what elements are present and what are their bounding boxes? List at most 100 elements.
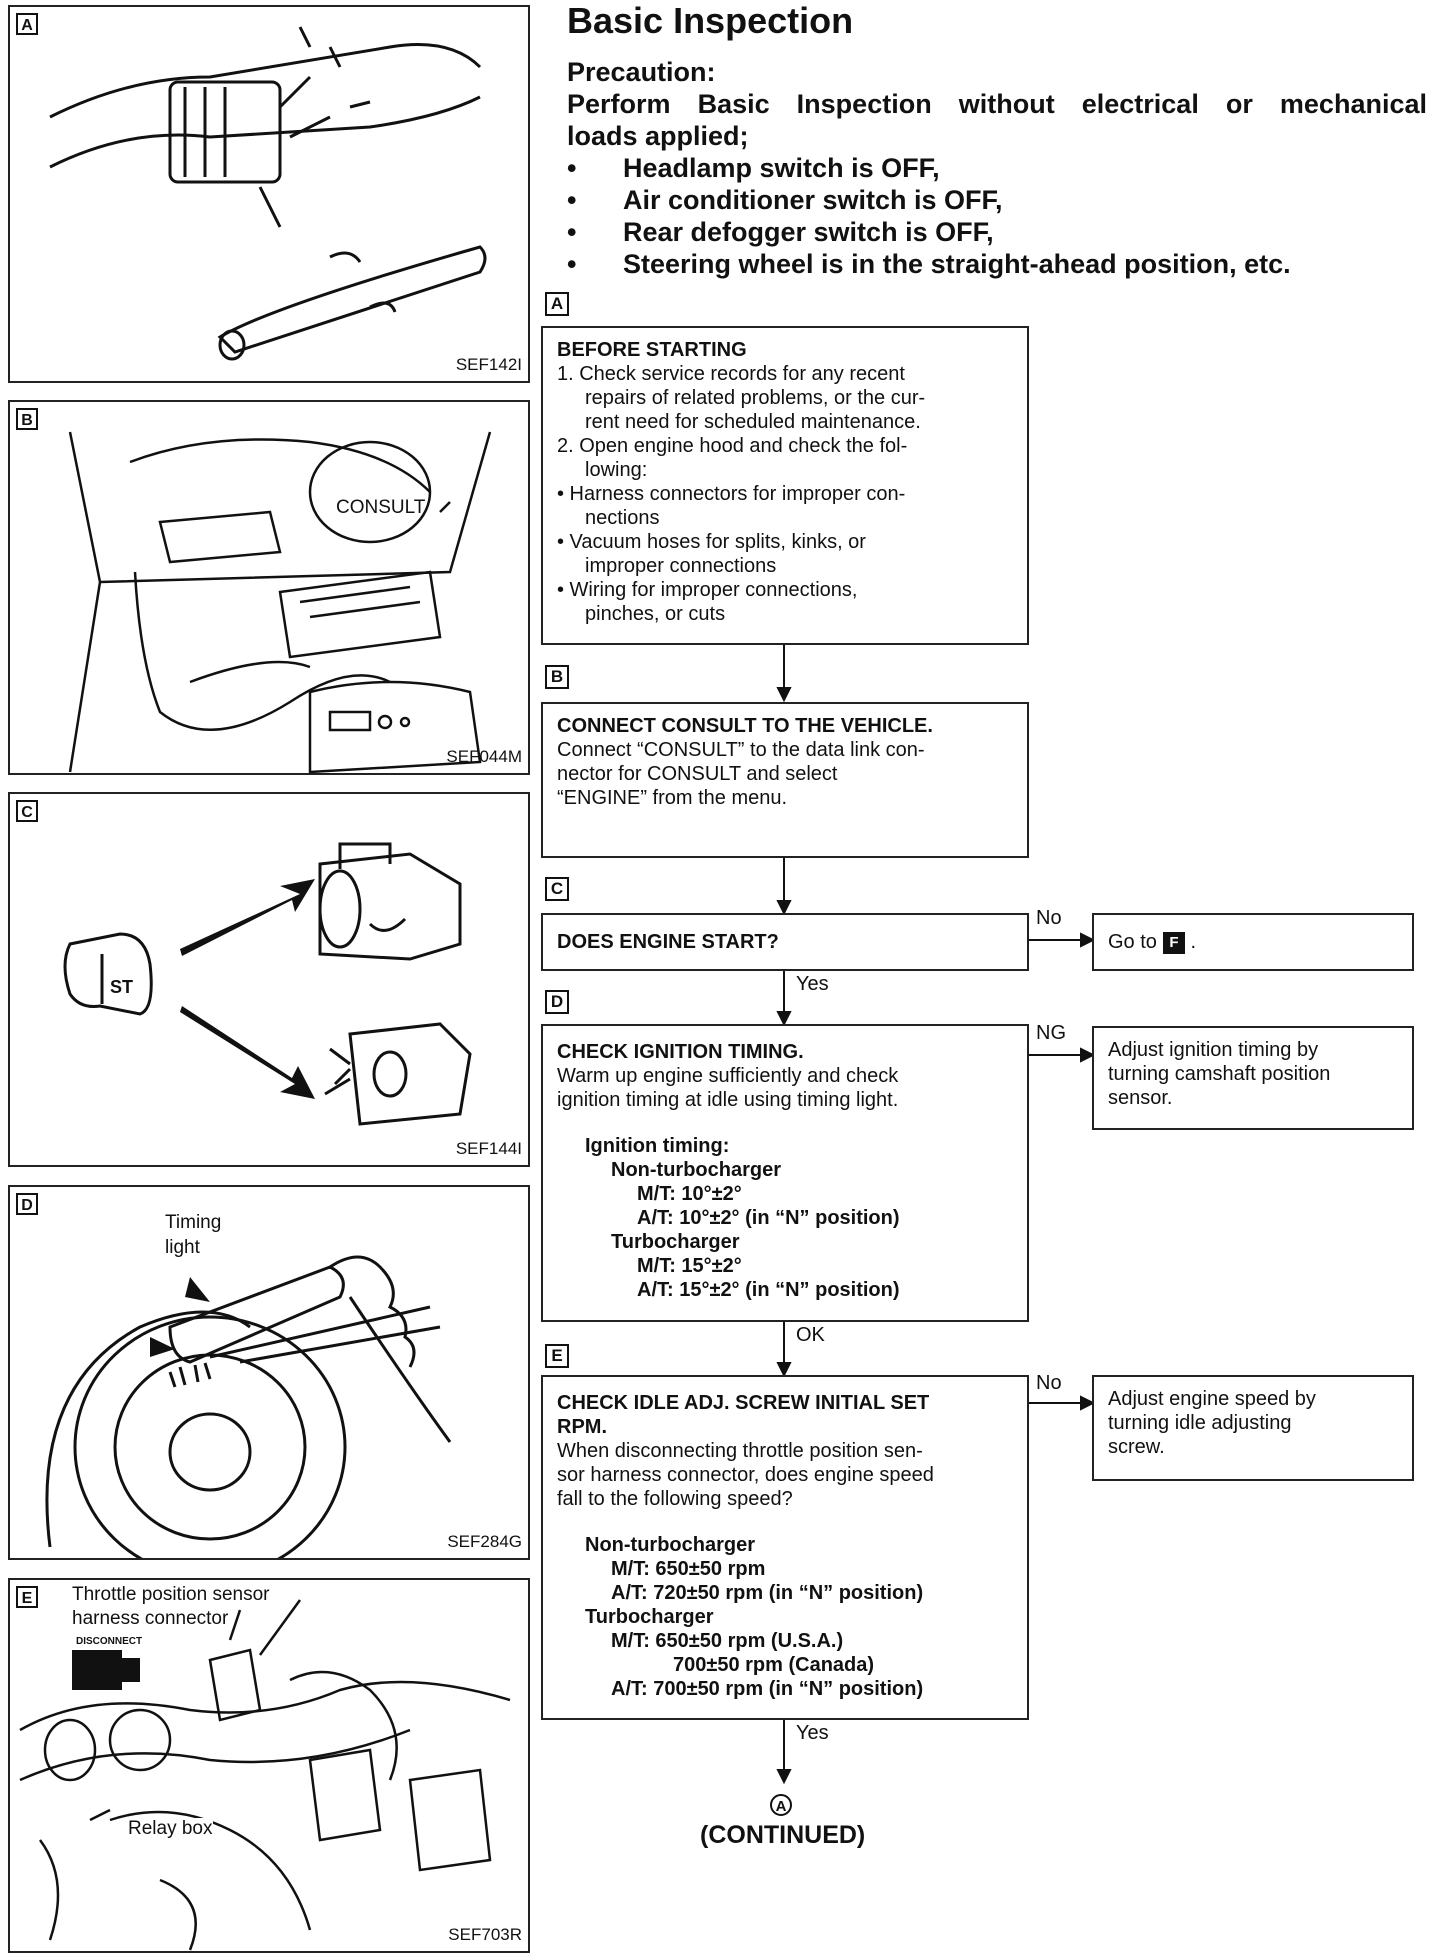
step-text: rent need for scheduled maintenance. — [585, 411, 921, 433]
page-title: Basic Inspection — [567, 0, 854, 41]
step-text: Warm up engine sufficiently and check — [557, 1065, 899, 1087]
harness-connector-label: harness connector — [72, 1608, 229, 1629]
step-text: 2. Open engine hood and check the fol- — [557, 435, 908, 457]
precaution-bullet: Headlamp switch is OFF, — [567, 152, 1427, 184]
step-text: “ENGINE” from the menu. — [557, 787, 788, 809]
spec-text: A/T: 720±50 rpm (in “N” position) — [611, 1582, 924, 1604]
side-text: Adjust ignition timing by — [1108, 1039, 1319, 1061]
step-text: lowing: — [585, 459, 648, 481]
relay-box-label: Relay box — [128, 1818, 213, 1840]
goto-text: Go to — [1108, 931, 1157, 953]
step-text: When disconnecting throttle position sen… — [557, 1440, 923, 1462]
starter-illustration — [63, 842, 472, 1126]
precaution-line: loads applied; — [567, 121, 749, 151]
adjust-timing-box: Adjust ignition timing by turning camsha… — [1092, 1026, 1414, 1130]
step-text: improper connections — [585, 555, 777, 577]
figure-code: SEF142I — [455, 355, 522, 374]
precaution-heading: Precaution: — [567, 57, 716, 87]
spec-text: A/T: 10°±2° (in “N” position) — [637, 1207, 900, 1229]
spec-text: M/T: 650±50 rpm — [611, 1558, 766, 1580]
step-heading: CHECK IGNITION TIMING. — [557, 1041, 804, 1063]
figure-code: SEF044M — [446, 747, 522, 766]
step-a-tag: A — [545, 292, 569, 316]
step-text: nections — [585, 507, 660, 529]
consult-label: CONSULT — [336, 497, 426, 518]
precaution-block: Precaution: Perform Basic Inspection wit… — [567, 56, 1427, 280]
side-text: Adjust engine speed by — [1108, 1388, 1316, 1410]
light-label: light — [165, 1237, 200, 1258]
side-text: turning camshaft position — [1108, 1063, 1331, 1085]
step-heading: CONNECT CONSULT TO THE VEHICLE. — [557, 715, 933, 737]
engine-bay-illustration — [19, 1599, 511, 1951]
step-text: • Wiring for improper connections, — [557, 579, 858, 601]
ng-label: NG — [1036, 1022, 1066, 1044]
step-b-tag: B — [545, 665, 569, 689]
step-text: • Vacuum hoses for splits, kinks, or — [557, 531, 866, 553]
st-label: ST — [110, 977, 134, 997]
spec-text: Ignition timing: — [585, 1135, 730, 1157]
spec-text: M/T: 15°±2° — [637, 1255, 742, 1277]
yes-label: Yes — [796, 973, 829, 995]
step-heading: CHECK IDLE ADJ. SCREW INITIAL SET — [557, 1392, 930, 1414]
precaution-bullet: Steering wheel is in the straight-ahead … — [567, 248, 1427, 280]
spec-text: Non-turbocharger — [585, 1534, 755, 1556]
step-text: repairs of related problems, or the cur- — [585, 387, 926, 409]
step-e-tag: E — [545, 1344, 569, 1368]
goto-end: . — [1190, 931, 1197, 953]
disconnect-label: DISCONNECT — [76, 1636, 143, 1647]
step-heading: BEFORE STARTING — [557, 339, 747, 361]
step-engine-start: DOES ENGINE START? — [541, 913, 1029, 971]
step-ignition-timing: CHECK IGNITION TIMING. Warm up engine su… — [541, 1024, 1029, 1322]
no-label: No — [1036, 1372, 1062, 1394]
timing-light-illustration — [45, 1255, 452, 1558]
precaution-line: Perform Basic Inspection without electri… — [567, 89, 1427, 119]
step-text: nector for CONSULT and select — [557, 763, 838, 785]
step-text: pinches, or cuts — [585, 603, 726, 625]
step-connect-consult: CONNECT CONSULT TO THE VEHICLE. Connect … — [541, 702, 1029, 858]
figure-d-panel: Timing light D SEF284G — [8, 1185, 530, 1560]
figure-code: SEF284G — [447, 1532, 522, 1551]
step-heading: DOES ENGINE START? — [557, 931, 779, 953]
consult-illustration — [68, 431, 492, 773]
no-label: No — [1036, 907, 1062, 929]
spec-text: Turbocharger — [585, 1606, 714, 1628]
side-text: sensor. — [1108, 1087, 1173, 1109]
spec-text: A/T: 700±50 rpm (in “N” position) — [611, 1678, 924, 1700]
yes-label: Yes — [796, 1722, 829, 1744]
figure-b-panel: CONSULT B SEF044M — [8, 400, 530, 775]
side-text: turning idle adjusting — [1108, 1412, 1292, 1434]
ok-label: OK — [796, 1324, 825, 1346]
step-text: 1. Check service records for any recent — [557, 363, 905, 385]
precaution-bullet: Rear defogger switch is OFF, — [567, 216, 1427, 248]
figure-tag: D — [16, 1193, 38, 1215]
step-idle-rpm: CHECK IDLE ADJ. SCREW INITIAL SET RPM. W… — [541, 1375, 1029, 1720]
figure-tag: C — [16, 800, 38, 822]
spec-text: A/T: 15°±2° (in “N” position) — [637, 1279, 900, 1301]
figure-c-panel: ST C SEF144I — [8, 792, 530, 1167]
spec-text: 700±50 rpm (Canada) — [673, 1654, 875, 1676]
step-text: ignition timing at idle using timing lig… — [557, 1089, 899, 1111]
spec-text: Non-turbocharger — [611, 1159, 781, 1181]
spec-text: M/T: 650±50 rpm (U.S.A.) — [611, 1630, 844, 1652]
figure-tag: E — [16, 1586, 38, 1608]
side-text: screw. — [1108, 1436, 1165, 1458]
step-text: fall to the following speed? — [557, 1488, 793, 1510]
continued-marker: A — [770, 1794, 792, 1816]
figure-code: SEF703R — [448, 1925, 522, 1944]
spec-text: M/T: 10°±2° — [637, 1183, 742, 1205]
timing-label: Timing — [165, 1212, 222, 1233]
continued-text: (CONTINUED) — [700, 1821, 866, 1849]
hose-check-illustration — [49, 26, 487, 361]
step-d-tag: D — [545, 990, 569, 1014]
step-heading: RPM. — [557, 1416, 607, 1438]
step-before-starting: BEFORE STARTING 1. Check service records… — [541, 326, 1029, 645]
figure-tag: A — [16, 13, 38, 35]
figure-e-panel: Throttle position sensor harness connect… — [8, 1578, 530, 1953]
figure-code: SEF144I — [455, 1139, 522, 1158]
figure-tag: B — [16, 408, 38, 430]
precaution-bullet: Air conditioner switch is OFF, — [567, 184, 1427, 216]
throttle-sensor-label: Throttle position sensor — [72, 1584, 270, 1605]
step-text: Connect “CONSULT” to the data link con- — [557, 739, 925, 761]
